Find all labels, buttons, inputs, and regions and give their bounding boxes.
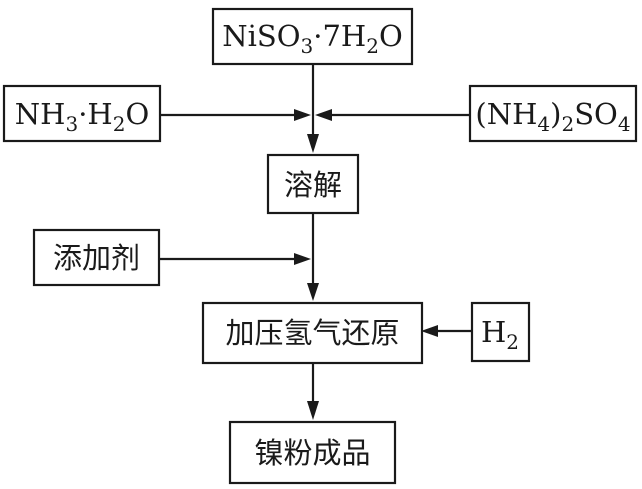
trunk-top-arrowhead [307,134,319,153]
node-reduction: 加压氢气还原 [201,301,424,365]
node-hydrogen-box [470,301,531,363]
node-ammonium-sulfate: (NH4)2SO4 [468,84,638,143]
node-ammonia-water-label: NH3·H2O [15,97,149,136]
node-dissolve: 溶解 [266,153,360,215]
connectors [159,64,472,407]
node-reduction-box [201,301,424,365]
node-product: 镍粉成品 [228,420,397,485]
node-additive-label: 添加剂 [53,241,140,275]
node-ammonium-sulfate-box [468,84,638,143]
arrowheads [294,109,438,420]
node-hydrogen-label: H2 [481,315,519,354]
ammonia-feed-arrowhead [294,109,311,121]
dissolve-to-reduction-arrowhead [307,283,319,301]
node-nickel-sulfite: NiSO3·7H2O [211,7,414,66]
node-ammonia-water-box [2,84,162,143]
node-product-box [228,420,397,485]
node-dissolve-label: 溶解 [284,168,342,202]
node-ammonia-water: NH3·H2O [2,84,162,143]
node-dissolve-box [266,153,360,215]
additive-feed-arrowhead [294,253,311,265]
node-product-label: 镍粉成品 [254,436,370,470]
hydrogen-feed-arrowhead [421,325,438,337]
node-reduction-label: 加压氢气还原 [225,316,399,350]
node-nickel-sulfite-label: NiSO3·7H2O [222,19,403,58]
node-hydrogen: H2 [470,301,531,363]
node-additive-box [32,228,161,287]
node-additive: 添加剂 [32,228,161,287]
node-ammonium-sulfate-label: (NH4)2SO4 [475,97,630,136]
node-nickel-sulfite-box [211,7,414,66]
sulfate-feed-arrowhead [315,109,332,121]
reduction-to-product-arrowhead [307,401,319,420]
